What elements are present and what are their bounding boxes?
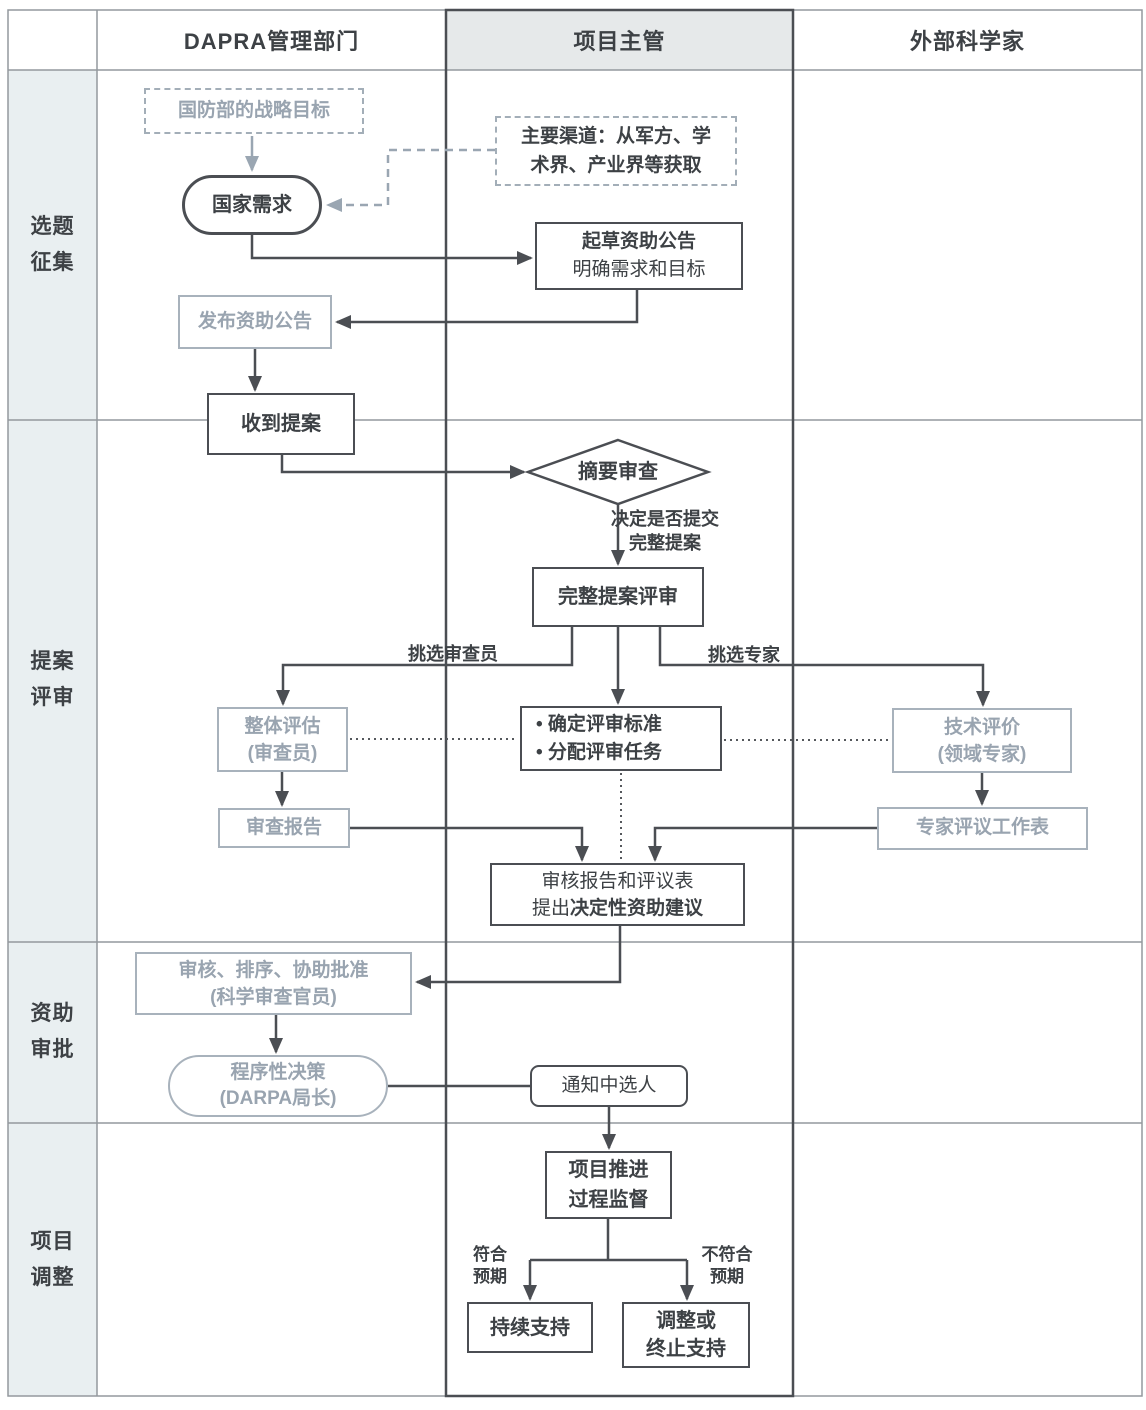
arrow-report-to-synthesis: [350, 826, 589, 862]
overall-eval-line: 整体评估: [244, 715, 321, 737]
synthesis-line1: 审核报告和评议表: [541, 870, 694, 892]
stage-label-project-adjustment: 项目 调整: [8, 1224, 97, 1296]
national-need-label: 国家需求: [212, 194, 292, 216]
stage-label-line: 评审: [30, 686, 75, 709]
arrow-worksheet-to-synthesis: [648, 826, 877, 862]
arrow-fullreview-to-overall: [276, 627, 574, 706]
not-meets-line: 不符合: [701, 1245, 753, 1264]
expert-worksheet-label: 专家评议工作表: [915, 817, 1049, 839]
abstract-review-label: 摘要审查: [538, 452, 698, 492]
receive-proposal-box: 收到提案: [207, 393, 355, 455]
national-need-node: 国家需求: [182, 175, 322, 235]
pick-expert-label: 挑选专家: [708, 645, 780, 665]
continue-support-box: 持续支持: [467, 1302, 593, 1353]
publish-announcement-label: 发布资助公告: [197, 310, 312, 332]
decision-node: 程序性决策 (DARPA局长): [168, 1055, 388, 1117]
full-proposal-review-label: 完整提案评审: [558, 586, 678, 608]
monitor-line: 过程监督: [568, 1189, 649, 1211]
stage-label-line: 选题: [30, 215, 75, 238]
adjust-support-box: 调整或 终止支持: [622, 1302, 750, 1368]
strategic-goal-label: 国防部的战略目标: [177, 99, 330, 121]
pick-reviewer-label: 挑选审查员: [408, 644, 498, 664]
not-meets-expectation-label: 不符合 预期: [688, 1244, 766, 1288]
overall-eval-box: 整体评估 (审查员): [217, 707, 348, 772]
line-monitor-branch: [530, 1219, 687, 1262]
arrow-synthesis-to-approve: [415, 926, 622, 989]
notify-label: 通知中选人: [561, 1074, 657, 1096]
receive-proposal-label: 收到提案: [241, 413, 321, 435]
notify-box: 通知中选人: [530, 1065, 688, 1107]
approve-line: (科学审查官员): [210, 986, 337, 1008]
continue-support-label: 持续支持: [490, 1316, 570, 1339]
review-report-label: 审查报告: [245, 816, 322, 838]
meets-expectation-label: 符合 预期: [458, 1244, 522, 1288]
abstract-review-diamond: [524, 438, 712, 506]
criteria-line: • 确定评审标准: [536, 713, 662, 735]
main-channel-box: 主要渠道：从军方、学 术界、产业界等获取: [495, 116, 737, 186]
lane-header-external: 外部科学家: [909, 29, 1025, 54]
stage-lane-background: [8, 70, 97, 1396]
adjust-support-line: 调整或: [656, 1310, 716, 1332]
draft-announcement-box: 起草资助公告 明确需求和目标: [535, 222, 743, 290]
pm-header-background: [447, 11, 792, 70]
abstract-review-text: 摘要审查: [578, 461, 658, 483]
stage-label-line: 项目: [30, 1230, 75, 1253]
synthesis-line2: 提出决定性资助建议: [532, 895, 703, 922]
stage-label-line: 调整: [30, 1266, 75, 1289]
stage-label-proposal-review: 提案 评审: [8, 644, 97, 716]
decision-line: 程序性决策: [230, 1062, 326, 1083]
publish-announcement-box: 发布资助公告: [178, 295, 332, 349]
stage-label-line: 审批: [30, 1038, 75, 1061]
overall-eval-line: (审查员): [247, 742, 318, 764]
stage-label-line: 征集: [30, 251, 75, 274]
decide-submit-line: 决定是否提交: [611, 509, 719, 529]
arrow-need-to-draft: [250, 235, 533, 265]
arrow-receive-to-abstract: [280, 455, 526, 479]
monitor-box: 项目推进 过程监督: [545, 1151, 672, 1219]
tech-eval-line: (领域专家): [937, 743, 1027, 765]
stage-label-line: 提案: [30, 650, 75, 673]
decide-submit-label: 决定是否提交 完整提案: [600, 507, 730, 555]
full-proposal-review-box: 完整提案评审: [532, 567, 704, 627]
lane-header-management: DAPRA管理部门: [183, 29, 360, 54]
criteria-line: • 分配评审任务: [536, 741, 662, 763]
main-channel-line: 主要渠道：从军方、学: [520, 126, 711, 147]
synthesis-box: 审核报告和评议表 提出决定性资助建议: [490, 863, 745, 926]
approve-line: 审核、排序、协助批准: [178, 959, 369, 981]
not-meets-line: 预期: [710, 1267, 744, 1286]
criteria-box: • 确定评审标准 • 分配评审任务: [520, 706, 722, 771]
monitor-line: 项目推进: [568, 1159, 649, 1181]
draft-announcement-subtitle: 明确需求和目标: [572, 259, 706, 280]
pm-lane-border: [444, 8, 795, 1398]
stage-label-funding-approval: 资助 审批: [8, 996, 97, 1068]
stage-label-line: 资助: [30, 1002, 75, 1025]
strategic-goal-box: 国防部的战略目标: [144, 88, 364, 134]
expert-worksheet-box: 专家评议工作表: [877, 807, 1088, 850]
stage-label-solicitation: 选题 征集: [8, 209, 97, 281]
synthesis-line2-prefix: 提出: [531, 897, 570, 919]
synthesis-line2-bold: 决定性资助建议: [570, 897, 704, 919]
decide-submit-line: 完整提案: [629, 533, 701, 553]
tech-eval-box: 技术评价 (领域专家): [892, 708, 1072, 773]
arrow-fullreview-to-tech: [658, 627, 990, 707]
adjust-support-line: 终止支持: [646, 1338, 726, 1360]
arrow-channel-to-need-dashed: [326, 148, 495, 212]
draft-announcement-title: 起草资助公告: [581, 231, 696, 252]
arrow-draft-to-publish: [335, 290, 639, 329]
tech-eval-line: 技术评价: [943, 716, 1020, 738]
review-report-box: 审查报告: [218, 808, 350, 848]
meets-line: 预期: [473, 1267, 507, 1286]
approve-box: 审核、排序、协助批准 (科学审查官员): [135, 952, 412, 1015]
meets-line: 符合: [473, 1245, 507, 1264]
main-channel-line: 术界、产业界等获取: [530, 155, 702, 176]
decision-line: (DARPA局长): [219, 1088, 337, 1109]
lane-header-pm: 项目主管: [573, 29, 666, 54]
